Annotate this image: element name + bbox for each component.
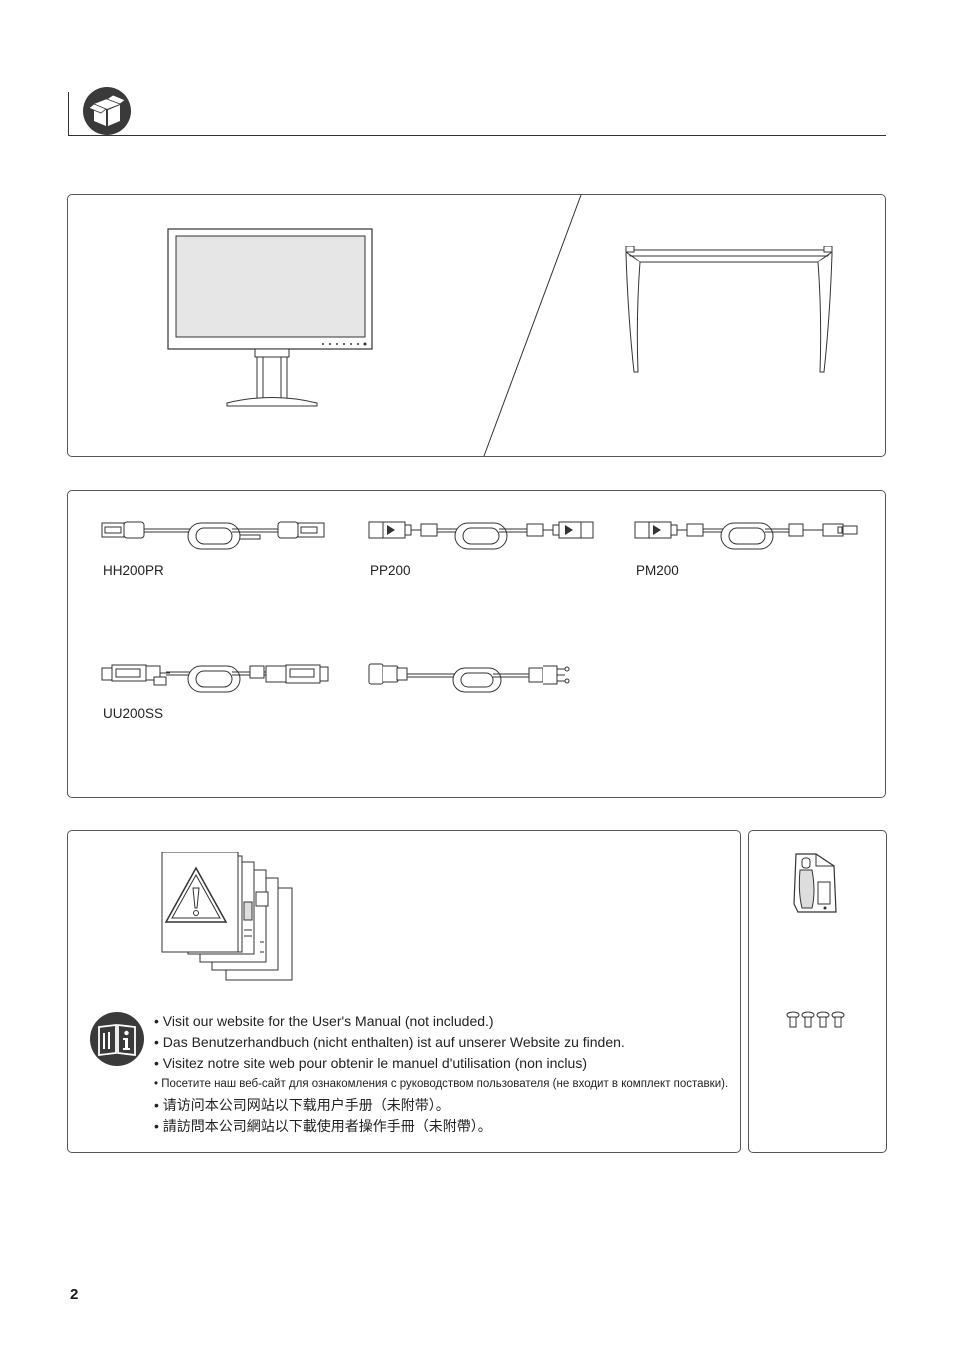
- shading-hood-illustration: [622, 246, 836, 376]
- note-simplified-chinese: • 请访问本公司网站以下载用户手册（未附带）。: [154, 1097, 450, 1113]
- calibration-sensor-illustration: [790, 852, 840, 916]
- hdmi-cable-icon: [100, 517, 330, 555]
- displayport-cable-icon: [367, 517, 597, 555]
- warning-triangle-icon: [164, 866, 228, 924]
- cable-label-pm200: PM200: [636, 563, 679, 578]
- monitor-illustration: [165, 227, 377, 409]
- note-russian: • Посетите наш веб-сайт для ознакомления…: [154, 1078, 729, 1090]
- usb-cable-icon: [100, 660, 360, 698]
- header-rule: [68, 135, 886, 136]
- page-number: 2: [70, 1286, 79, 1303]
- screws-illustration: [785, 1010, 847, 1030]
- cable-label-hh200pr: HH200PR: [103, 563, 164, 578]
- cable-label-uu200ss: UU200SS: [103, 706, 164, 721]
- note-german: • Das Benutzerhandbuch (nicht enthalten)…: [154, 1034, 625, 1050]
- note-traditional-chinese: • 請訪問本公司網站以下載使用者操作手冊（未附帶）。: [154, 1118, 492, 1134]
- mini-displayport-cable-icon: [633, 517, 863, 555]
- book-info-icon: [89, 1011, 145, 1067]
- package-box-icon: [82, 86, 132, 136]
- note-english: • Visit our website for the User's Manua…: [154, 1013, 494, 1029]
- cable-label-pp200: PP200: [370, 563, 411, 578]
- header-vertical-rule: [68, 92, 69, 136]
- note-french: • Visitez notre site web pour obtenir le…: [154, 1055, 587, 1071]
- power-cord-icon: [367, 660, 577, 698]
